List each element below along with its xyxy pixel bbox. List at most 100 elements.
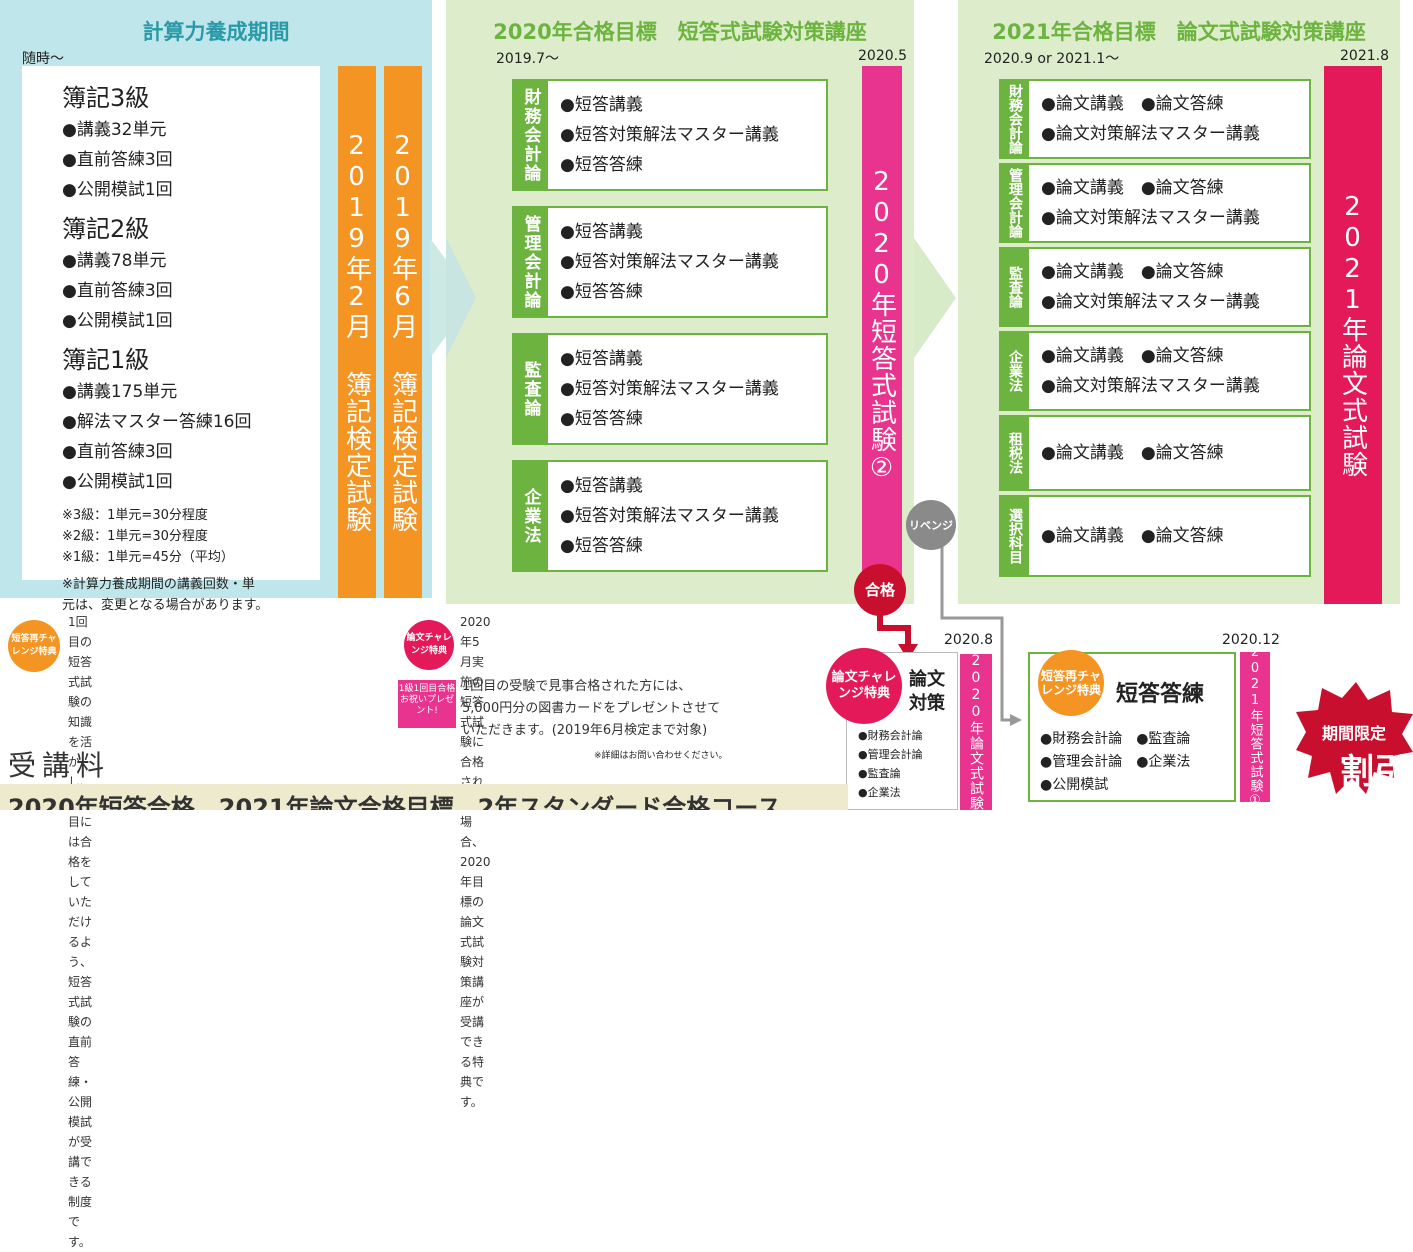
revenge-badge: リベンジ: [906, 500, 956, 550]
subject-tab: 管理会計論: [1001, 165, 1029, 241]
level-3: 簿記3級 ●講義32単元 ●直前答練3回 ●公開模試1回: [62, 78, 268, 205]
subject-tab: 財務会計論: [1001, 81, 1029, 157]
level-name: 簿記3級: [62, 84, 150, 112]
subject-box: 選択科目 ●論文講義 ●論文答練: [999, 495, 1311, 577]
course-item: ●論文講義 ●論文答練: [1041, 443, 1224, 463]
subject-box: 管理会計論 ●論文講義 ●論文答練 ●論文対策解法マスター講義: [999, 163, 1311, 243]
ronbun-items: ●財務会計論 ●管理会計論 ●監査論 ●企業法: [858, 726, 923, 802]
col1-content: [22, 66, 320, 580]
course-bar: 2020年短答合格 2021年論文合格目標 2年スタンダード合格コース: [0, 784, 848, 810]
level-2: 簿記2級 ●講義78単元 ●直前答練3回 ●公開模試1回: [62, 209, 268, 336]
note-line: ※2級：1単元=30分程度: [62, 529, 208, 544]
level-item: ●直前答練3回: [62, 281, 173, 301]
subject-box: 租税法 ●論文講義 ●論文答練: [999, 415, 1311, 491]
level-item: ●講義78単元: [62, 251, 167, 271]
benefit-line: 5,000円分の図書カードをプレゼントさせて: [462, 701, 721, 716]
level-item: ●講義175単元: [62, 382, 178, 402]
course-item: ●論文講義 ●論文答練: [1041, 526, 1224, 546]
ronbun-challenge-badge: 論文チャレンジ特典: [826, 648, 902, 724]
tanto-item: ●管理会計論 ●企業法: [1040, 754, 1191, 770]
subject-tab: 租税法: [1001, 417, 1029, 489]
tanto-item: ●財務会計論 ●監査論: [1040, 731, 1191, 747]
subject-tab: 監査論: [514, 335, 548, 443]
benefit-line: 1回目の短答式試験の知識を活かし、2回目には合: [68, 615, 93, 849]
ronbun-2020-exam-bar: 2020年論文式試験: [960, 653, 992, 811]
promo-line1: 期間限定: [1322, 724, 1387, 743]
course-item: ●短答答練: [560, 409, 643, 429]
tanto-2021-exam-bar: 2021年短答式試験①: [1240, 645, 1270, 809]
ronbun-item: ●企業法: [858, 786, 901, 799]
tanto-title: 短答答練: [1116, 682, 1205, 707]
level-1: 簿記1級 ●講義175単元 ●解法マスター答練16回 ●直前答練3回 ●公開模試…: [62, 340, 268, 497]
course-item: ●論文講義 ●論文答練: [1041, 262, 1224, 282]
subject-tab: 監査論: [1001, 249, 1029, 325]
subject-tab: 企業法: [1001, 333, 1029, 409]
level-item: ●公開模試1回: [62, 311, 173, 331]
benefit-line: 格をしていただけるよう、短答式試験の直前答練・: [68, 855, 93, 1089]
course-item: ●論文講義 ●論文答練: [1041, 94, 1224, 114]
col1-notes: ※3級：1単元=30分程度 ※2級：1単元=30分程度 ※1級：1単元=45分（…: [62, 505, 268, 568]
promo-burst-icon: [1296, 682, 1413, 794]
ronbun-challenge-badge: 論文チャレンジ特典: [404, 620, 454, 670]
col1-levels: 簿記3級 ●講義32単元 ●直前答練3回 ●公開模試1回 簿記2級 ●講義78単…: [62, 78, 268, 616]
level-item: ●解法マスター答練16回: [62, 412, 252, 432]
course-item: ●短答講義: [560, 476, 643, 496]
note-line: ※計算力養成期間の講義回数・単: [62, 577, 255, 592]
flow-arrow-icon: [914, 238, 956, 358]
tanto-exam-bar: 2020年短答式試験②: [862, 66, 902, 584]
subject-box: 監査論 ●論文講義 ●論文答練 ●論文対策解法マスター講義: [999, 247, 1311, 327]
subject-box: 監査論 ●短答講義 ●短答対策解法マスター講義 ●短答答練: [512, 333, 828, 445]
benefit-footnote: ※詳細はお問い合わせください。: [594, 751, 728, 761]
ronbun-exam-bar: 2021年論文式試験: [1324, 66, 1382, 604]
ronbun-date: 2020.8: [944, 632, 993, 648]
ronbun-item: ●監査論: [858, 767, 901, 780]
col3-title: 2021年合格目標 論文式試験対策講座: [992, 20, 1366, 44]
course-item: ●短答答練: [560, 536, 643, 556]
subject-tab: 企業法: [514, 462, 548, 570]
col3-start: 2020.9 or 2021.1〜: [984, 51, 1120, 67]
col1-note2: ※計算力養成期間の講義回数・単 元は、変更となる場合があります。: [62, 574, 268, 616]
subject-box: 企業法 ●論文講義 ●論文答練 ●論文対策解法マスター講義: [999, 331, 1311, 411]
ronbun-item: ●管理会計論: [858, 748, 923, 761]
promo-line2: 割引: [1340, 752, 1408, 792]
subject-box: 管理会計論 ●短答講義 ●短答対策解法マスター講義 ●短答答練: [512, 206, 828, 318]
benefit-line: 1回目の受験で見事合格された方には、: [462, 679, 692, 694]
pass-badge: 合格: [854, 564, 906, 616]
course-item: ●短答講義: [560, 349, 643, 369]
course-title: 2020年短答合格 2021年論文合格目標 2年スタンダード合格コース: [8, 794, 782, 810]
note-line: 元は、変更となる場合があります。: [62, 598, 269, 613]
course-item: ●論文講義 ●論文答練: [1041, 346, 1224, 366]
subject-box: 財務会計論 ●論文講義 ●論文答練 ●論文対策解法マスター講義: [999, 79, 1311, 159]
gift-icon: 1級1回目合格お祝いプレゼント!: [398, 680, 456, 728]
gift-badge-text: 1級1回目合格お祝いプレゼント!: [398, 684, 456, 716]
course-item: ●論文講義 ●論文答練: [1041, 178, 1224, 198]
course-item: ●短答講義: [560, 222, 643, 242]
flow-arrow-icon: [446, 238, 476, 358]
tanto-item: ●公開模試: [1040, 777, 1109, 793]
benefit-line: 受講できる特典です。: [460, 1015, 485, 1109]
course-item: ●短答対策解法マスター講義: [560, 252, 779, 272]
course-item: ●短答答練: [560, 155, 643, 175]
subject-box: 財務会計論 ●短答講義 ●短答対策解法マスター講義 ●短答答練: [512, 79, 828, 191]
course-item: ●論文対策解法マスター講義: [1041, 376, 1260, 396]
subject-tab: 選択科目: [1001, 497, 1029, 575]
course-item: ●論文対策解法マスター講義: [1041, 124, 1260, 144]
col2-end: 2020.5: [858, 48, 907, 64]
level-item: ●直前答練3回: [62, 150, 173, 170]
tanto-rechallenge-badge: 短答再チャレンジ特典: [8, 620, 60, 672]
subject-box: 企業法 ●短答講義 ●短答対策解法マスター講義 ●短答答練: [512, 460, 828, 572]
note-line: ※1級：1単元=45分（平均）: [62, 550, 234, 565]
tanto-date: 2020.12: [1222, 632, 1280, 648]
level-item: ●公開模試1回: [62, 472, 173, 492]
benefit-line: 場合、2020年目標の論文式試験対策講座が: [460, 815, 491, 1009]
col2-title: 2020年合格目標 短答式試験対策講座: [493, 20, 867, 44]
course-item: ●短答答練: [560, 282, 643, 302]
benefit-line: いただきます。(2019年6月検定まで対象): [462, 723, 708, 738]
exam-jun-bar: 2019年6月 簿記検定試験: [384, 66, 422, 598]
level-item: ●講義32単元: [62, 120, 167, 140]
course-item: ●短答対策解法マスター講義: [560, 379, 779, 399]
col3-end: 2021.8: [1340, 48, 1389, 64]
level-item: ●直前答練3回: [62, 442, 173, 462]
ronbun-item: ●財務会計論: [858, 729, 923, 742]
course-item: ●論文対策解法マスター講義: [1041, 292, 1260, 312]
